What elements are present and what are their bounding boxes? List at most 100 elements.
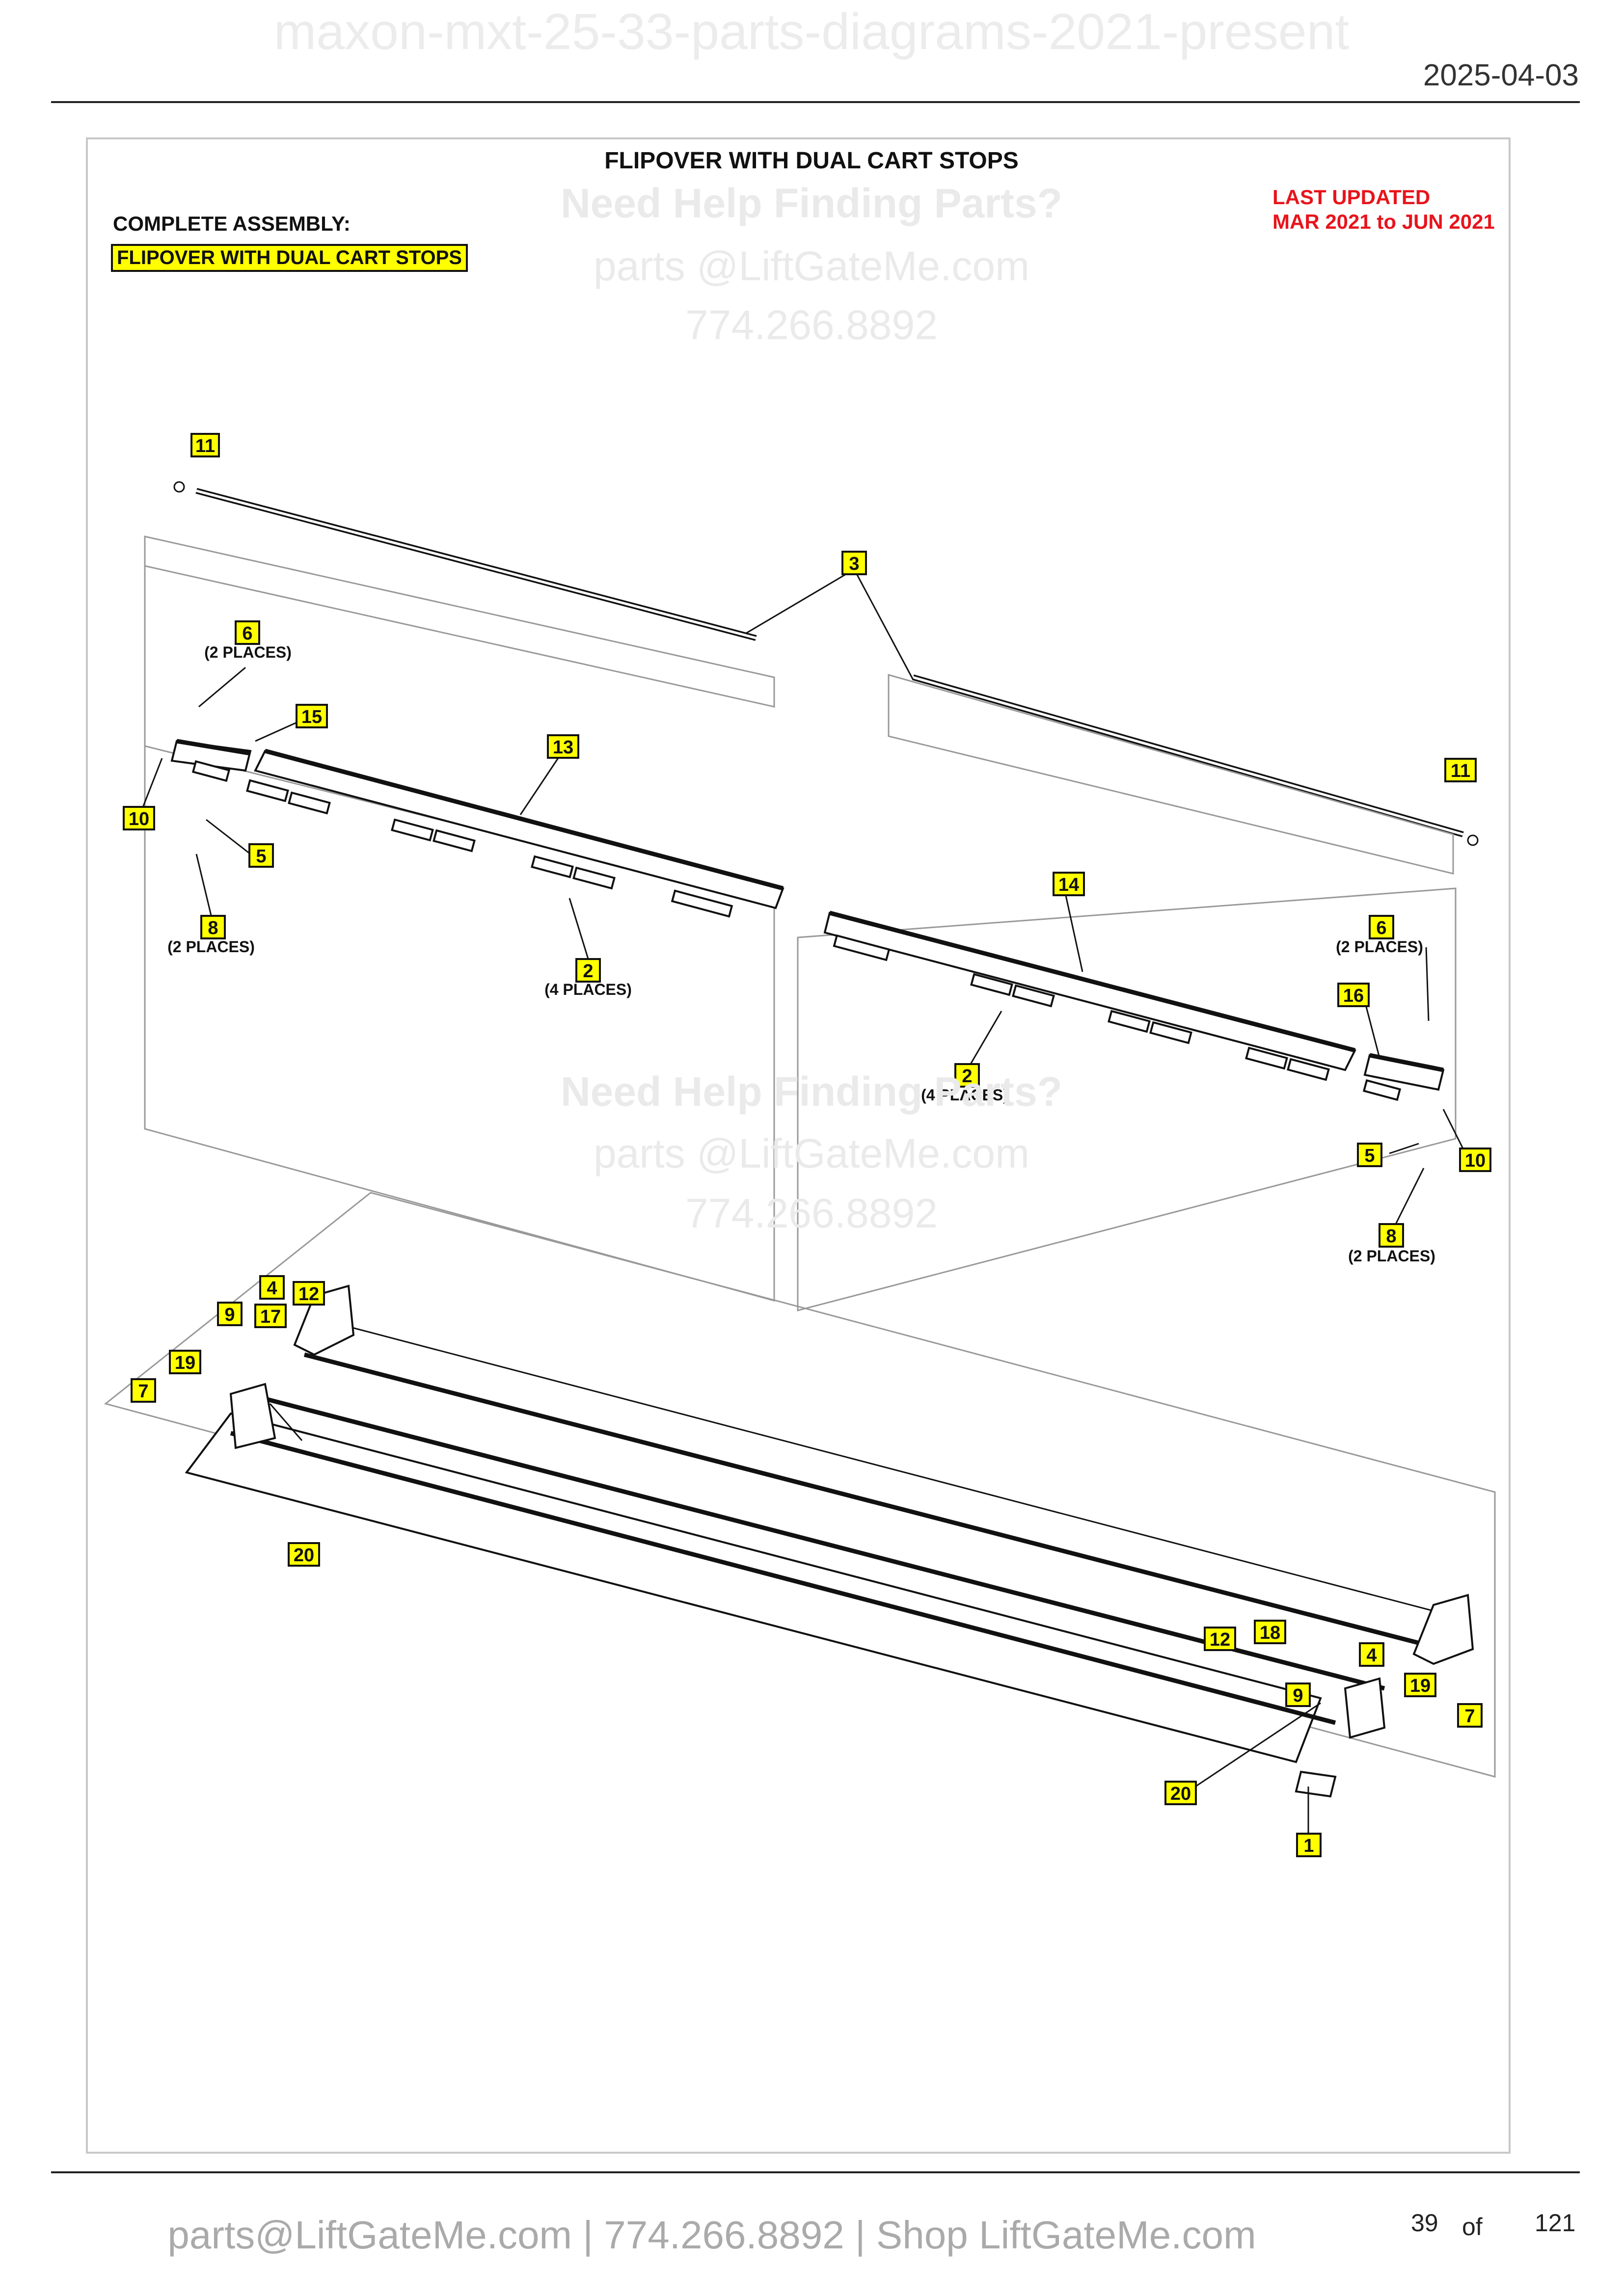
cart-stop-left bbox=[170, 739, 784, 918]
watermark-email: parts @LiftGateMe.com bbox=[593, 1130, 1030, 1176]
pin-icon bbox=[173, 481, 185, 493]
part-tag-19-right[interactable]: 19 bbox=[1404, 1673, 1436, 1697]
complete-assembly-label: COMPLETE ASSEMBLY: bbox=[113, 212, 351, 235]
svg-text:19: 19 bbox=[175, 1353, 195, 1373]
part-tag-12-left[interactable]: 12 bbox=[293, 1281, 325, 1306]
part-tag-9-right[interactable]: 9 bbox=[1285, 1682, 1311, 1707]
svg-text:8: 8 bbox=[208, 918, 218, 938]
pin-icon bbox=[1467, 834, 1479, 846]
part-tag-5-left[interactable]: 5 bbox=[248, 843, 274, 868]
part-tag-4-right[interactable]: 4 bbox=[1359, 1642, 1384, 1667]
part-tag-15[interactable]: 15 bbox=[296, 704, 328, 728]
svg-text:20: 20 bbox=[294, 1545, 314, 1566]
part-tag-4-left[interactable]: 4 bbox=[259, 1275, 285, 1300]
svg-text:1: 1 bbox=[1303, 1836, 1314, 1856]
svg-text:6: 6 bbox=[1376, 918, 1386, 938]
note-2-places-part-8-left: (2 PLACES) bbox=[167, 938, 255, 956]
part-tag-3[interactable]: 3 bbox=[841, 551, 867, 575]
svg-text:10: 10 bbox=[129, 809, 149, 829]
part-tag-13[interactable]: 13 bbox=[547, 734, 579, 759]
svg-text:8: 8 bbox=[1386, 1226, 1396, 1247]
svg-text:9: 9 bbox=[224, 1305, 235, 1325]
part-1-shape bbox=[1295, 1770, 1337, 1798]
note-2-places-part-6-right: (2 PLACES) bbox=[1336, 938, 1423, 956]
part-tag-5-right[interactable]: 5 bbox=[1357, 1143, 1382, 1167]
svg-text:10: 10 bbox=[1465, 1150, 1486, 1171]
last-updated-range: MAR 2021 to JUN 2021 bbox=[1272, 210, 1495, 233]
watermark-phone: 774.266.8892 bbox=[685, 302, 938, 348]
cart-stop-right bbox=[823, 910, 1445, 1101]
svg-text:19: 19 bbox=[1410, 1676, 1431, 1696]
part-tag-7-left[interactable]: 7 bbox=[131, 1378, 156, 1403]
part-tag-16[interactable]: 16 bbox=[1337, 983, 1370, 1007]
header-date: 2025-04-03 bbox=[1423, 58, 1579, 92]
page-of-label: of bbox=[1462, 2213, 1483, 2241]
part-tag-2-right[interactable]: 2 bbox=[954, 1063, 980, 1088]
svg-text:11: 11 bbox=[195, 436, 215, 456]
part-tag-20-right[interactable]: 20 bbox=[1164, 1781, 1197, 1805]
part-tag-8-right[interactable]: 8 bbox=[1379, 1223, 1404, 1248]
svg-text:9: 9 bbox=[1293, 1685, 1303, 1706]
svg-text:11: 11 bbox=[1451, 761, 1470, 781]
assembly-name-badge[interactable]: FLIPOVER WITH DUAL CART STOPS bbox=[111, 244, 468, 272]
note-2-places-part-6-left: (2 PLACES) bbox=[204, 643, 292, 661]
guide-panel bbox=[797, 887, 1457, 1311]
part-tag-7-right[interactable]: 7 bbox=[1457, 1703, 1483, 1728]
last-updated-label: LAST UPDATED bbox=[1272, 186, 1431, 209]
page-total: 121 bbox=[1535, 2209, 1576, 2237]
part-tag-1[interactable]: 1 bbox=[1296, 1833, 1322, 1857]
svg-text:2: 2 bbox=[962, 1066, 972, 1087]
rod-upper-right bbox=[912, 674, 1479, 846]
leader-lines bbox=[139, 568, 1469, 1836]
svg-text:13: 13 bbox=[553, 737, 573, 758]
part-tag-11-upper-left[interactable]: 11 bbox=[190, 433, 220, 457]
svg-text:2: 2 bbox=[583, 961, 593, 982]
part-tag-2-left[interactable]: 2 bbox=[575, 958, 601, 983]
svg-text:3: 3 bbox=[849, 554, 859, 574]
part-tag-12-right[interactable]: 12 bbox=[1204, 1627, 1236, 1651]
part-tag-6-right[interactable]: 6 bbox=[1369, 915, 1394, 939]
part-tag-11-right[interactable]: 11 bbox=[1444, 758, 1477, 782]
svg-text:5: 5 bbox=[256, 846, 266, 867]
guide-panel bbox=[888, 674, 1454, 875]
footer-contact-link[interactable]: parts@LiftGateMe.com | 774.266.8892 | Sh… bbox=[167, 2213, 1256, 2257]
flipover-platform bbox=[185, 1284, 1474, 1798]
rod-upper-left bbox=[173, 481, 757, 641]
part-tag-19-left[interactable]: 19 bbox=[169, 1350, 201, 1374]
note-2-places-part-8-right: (2 PLACES) bbox=[1348, 1247, 1435, 1265]
diagram-title: FLIPOVER WITH DUAL CART STOPS bbox=[604, 148, 1019, 174]
note-4-places-part-2-left: (4 PLACES) bbox=[544, 981, 632, 998]
diagram-frame bbox=[86, 137, 1511, 2154]
watermark-help: Need Help Finding Parts? bbox=[560, 1068, 1063, 1115]
svg-text:4: 4 bbox=[1366, 1645, 1377, 1666]
svg-text:7: 7 bbox=[138, 1381, 148, 1402]
footer-rule bbox=[51, 2171, 1580, 2173]
svg-text:15: 15 bbox=[301, 707, 322, 727]
part-tag-10-left[interactable]: 10 bbox=[123, 806, 155, 830]
watermark-help: Need Help Finding Parts? bbox=[560, 180, 1063, 226]
svg-text:20: 20 bbox=[1170, 1784, 1191, 1804]
part-tag-8-left[interactable]: 8 bbox=[200, 915, 226, 939]
part-tag-10-right[interactable]: 10 bbox=[1459, 1148, 1491, 1172]
svg-text:12: 12 bbox=[298, 1284, 319, 1305]
svg-text:12: 12 bbox=[1210, 1629, 1230, 1650]
svg-text:16: 16 bbox=[1343, 986, 1364, 1006]
svg-text:7: 7 bbox=[1464, 1706, 1475, 1727]
svg-text:4: 4 bbox=[267, 1278, 277, 1299]
note-4-places-part-2-right: (4 PLACES) bbox=[921, 1086, 1008, 1104]
part-tag-20-left[interactable]: 20 bbox=[288, 1542, 320, 1567]
svg-text:18: 18 bbox=[1260, 1623, 1280, 1643]
part-tag-6-left[interactable]: 6 bbox=[235, 620, 260, 645]
watermark-document-title: maxon-mxt-25-33-parts-diagrams-2021-pres… bbox=[273, 3, 1350, 60]
part-tag-18[interactable]: 18 bbox=[1254, 1620, 1286, 1644]
svg-text:17: 17 bbox=[260, 1307, 281, 1327]
guide-panel bbox=[144, 536, 775, 1302]
part-tag-17[interactable]: 17 bbox=[254, 1304, 287, 1328]
part-tag-14[interactable]: 14 bbox=[1053, 872, 1085, 896]
svg-text:14: 14 bbox=[1058, 875, 1079, 895]
page-number: 39 bbox=[1411, 2209, 1438, 2237]
part-tag-9-left[interactable]: 9 bbox=[217, 1302, 243, 1326]
header-rule bbox=[51, 101, 1580, 103]
watermark-phone: 774.266.8892 bbox=[685, 1190, 938, 1236]
